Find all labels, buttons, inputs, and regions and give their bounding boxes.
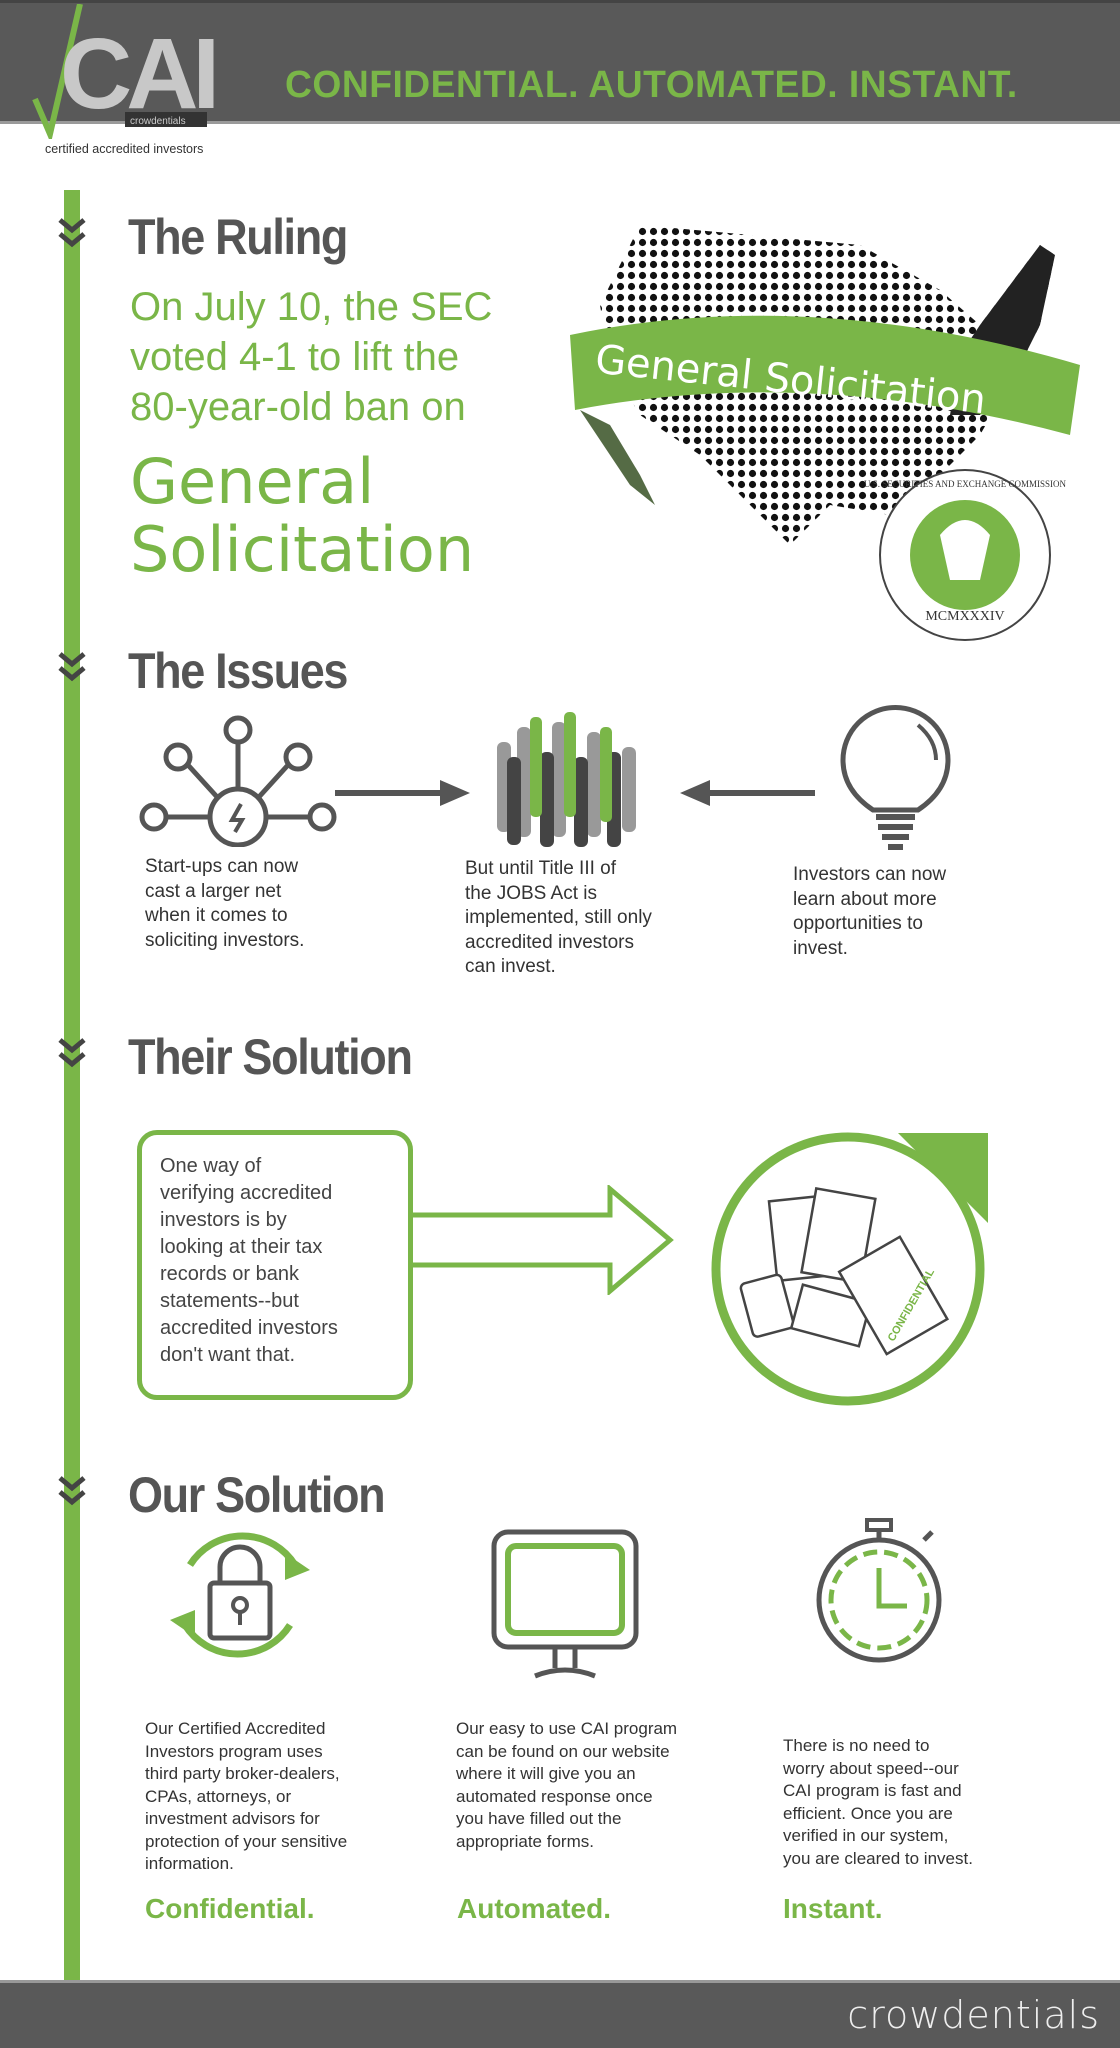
section-heading-ruling: The Ruling <box>128 209 348 265</box>
label-automated: Automated. <box>457 1893 611 1924</box>
timeline-bar <box>64 190 80 1980</box>
lightbulb-icon <box>840 705 951 850</box>
ruling-line: voted 4-1 to lift the <box>130 335 460 379</box>
ruling-emphasis: General <box>130 445 375 518</box>
label-confidential: Confidential. <box>145 1893 315 1924</box>
stopwatch-icon <box>816 1518 942 1663</box>
tagline: CONFIDENTIAL. AUTOMATED. INSTANT. <box>285 64 1018 106</box>
monitor-icon <box>491 1529 639 1679</box>
lock-icon <box>170 1532 310 1658</box>
logo-text: CAI <box>60 18 214 130</box>
section-heading-their-solution: Their Solution <box>128 1029 413 1085</box>
seal-text: U.S. SECURITIES AND EXCHANGE COMMISSION <box>864 479 1067 489</box>
arrow-right-icon <box>335 780 470 806</box>
us-map-illustration: General Solicitation MCMXXXIV U.S. SECUR… <box>570 225 1080 641</box>
cai-logo: CAI crowdentials <box>32 4 220 139</box>
logo-badge: crowdentials <box>130 116 186 127</box>
chevron-down-icon <box>58 1476 86 1506</box>
chevron-down-icon <box>58 652 86 682</box>
documents-icon: CONFIDENTIAL <box>711 1132 988 1406</box>
logo-subtitle: certified accredited investors <box>45 142 204 156</box>
ruling-line: On July 10, the SEC <box>130 285 493 329</box>
arrow-left-icon <box>680 780 815 806</box>
footer-bar: crowdentials <box>0 1980 1120 2048</box>
outline-arrow-icon <box>405 1185 674 1295</box>
header-bar <box>0 0 1120 124</box>
label-instant: Instant. <box>783 1893 883 1924</box>
ruling-emphasis: Solicitation <box>130 513 475 586</box>
chevron-down-icon <box>58 1038 86 1068</box>
ruling-line: 80-year-old ban on <box>130 385 466 429</box>
crowdentials-logo: crowdentials <box>847 1993 1100 2037</box>
chevron-down-icon <box>58 218 86 248</box>
seal-year: MCMXXXIV <box>925 609 1004 624</box>
section-heading-issues: The Issues <box>128 643 348 699</box>
section-heading-our-solution: Our Solution <box>128 1467 386 1523</box>
network-icon <box>139 715 337 847</box>
crowd-icon <box>497 712 636 847</box>
